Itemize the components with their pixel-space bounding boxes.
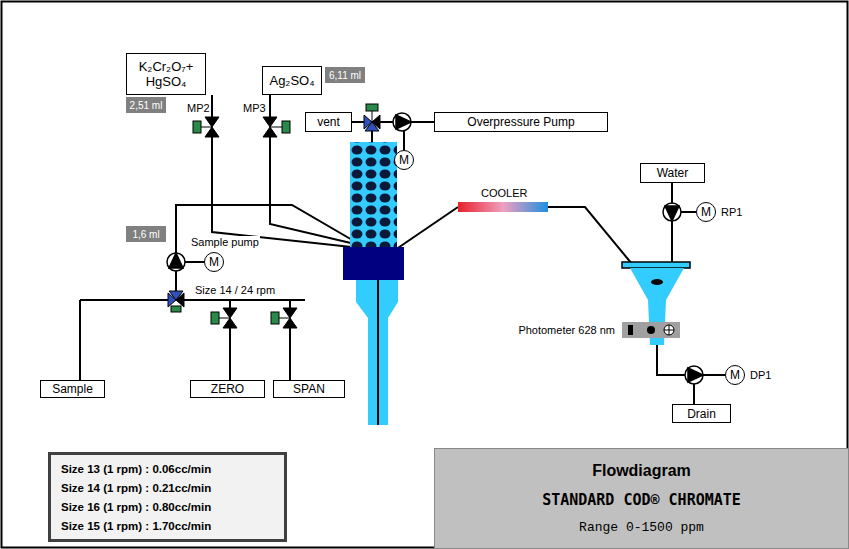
motor-circle: M	[696, 202, 716, 222]
part-label: DP1	[749, 369, 772, 382]
node-text: Flowdiagram	[592, 462, 691, 480]
node-text: K₂Cr₂O₇+ HgSO₄	[131, 59, 201, 89]
volume-tag: 1,6 ml	[126, 226, 166, 242]
node-text: M	[730, 368, 740, 382]
node-text: vent	[317, 115, 340, 129]
span-box: SPAN	[273, 380, 345, 398]
reagent-bottle: Ag₂SO₄	[262, 66, 322, 95]
node-text: M	[399, 153, 409, 167]
valves	[168, 104, 380, 328]
vent-box: vent	[305, 112, 352, 132]
node-text: Size 13 (1 rpm) : 0.06cc/min	[61, 463, 211, 475]
node-text: 1,6 ml	[132, 229, 159, 240]
part-label: MP2	[186, 102, 211, 115]
node-text: 6,11 ml	[329, 70, 361, 81]
node-text: Ag₂SO₄	[269, 73, 314, 88]
motor-circle: M	[725, 365, 745, 385]
node-text: SPAN	[293, 382, 325, 396]
photometer-cell	[622, 262, 690, 345]
part-label: Size 14 / 24 rpm	[194, 284, 276, 297]
node-text: 2,51 ml	[130, 100, 163, 111]
node-text: M	[701, 205, 711, 219]
node-text: Size 16 (1 rpm) : 0.80cc/min	[61, 501, 211, 513]
part-label: MP3	[242, 102, 267, 115]
motor-circle: M	[204, 252, 224, 272]
part-label: Photometer 628 nm	[517, 324, 616, 337]
zero-box: ZERO	[190, 380, 265, 398]
volume-tag: 6,11 ml	[325, 67, 365, 83]
node-text: Overpressure Pump	[467, 115, 574, 129]
sample-box: Sample	[40, 380, 105, 398]
node-text: STANDARD COD® CHROMATE	[542, 491, 741, 509]
part-label: COOLER	[480, 187, 528, 200]
title-block: FlowdiagramSTANDARD COD® CHROMATE Range 0…	[434, 448, 849, 549]
node-text: Size 15 (1 rpm) : 1.70cc/min	[61, 520, 211, 532]
node-text: ZERO	[211, 382, 244, 396]
water-box: Water	[640, 163, 705, 183]
node-text: M	[209, 255, 219, 269]
reagent-bottle: K₂Cr₂O₇+ HgSO₄	[126, 53, 206, 95]
node-text: Drain	[687, 407, 716, 421]
reactor	[343, 142, 404, 425]
node-text: Sample	[52, 382, 93, 396]
pump-size-table: Size 13 (1 rpm) : 0.06cc/minSize 14 (1 r…	[48, 452, 287, 542]
part-label: Sample pump	[190, 236, 260, 249]
node-text: Range 0-1500 ppm	[579, 520, 704, 535]
cooler	[458, 202, 548, 212]
tubing	[80, 95, 725, 404]
node-text: Water	[657, 166, 689, 180]
motor-circle: M	[394, 150, 414, 170]
node-text: Size 14 (1 rpm) : 0.21cc/min	[61, 482, 211, 494]
drain-box: Drain	[672, 404, 731, 423]
part-label: RP1	[720, 206, 743, 219]
pumps	[167, 113, 703, 384]
volume-tag: 2,51 ml	[126, 97, 166, 113]
pump-box: Overpressure Pump	[434, 112, 608, 132]
